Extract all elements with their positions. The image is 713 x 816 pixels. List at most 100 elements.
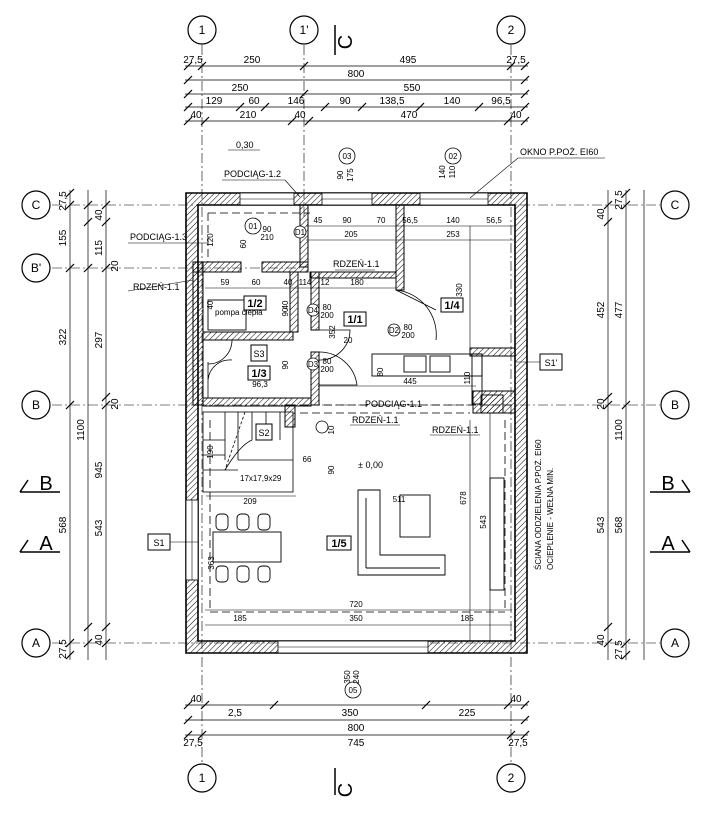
dim: 27,5 — [58, 191, 69, 211]
insulation-note: OCIEPLENIE - WEŁNA MIN. — [546, 468, 555, 570]
axis-b-right: B — [671, 398, 679, 412]
section-marks — [19, 25, 691, 795]
exterior-walls — [185, 192, 528, 654]
top-dimension-lines — [183, 61, 530, 126]
door-d3-w: 80 — [323, 357, 332, 366]
dim: 445 — [403, 377, 417, 386]
window-05-tag: 05 — [349, 686, 358, 695]
dim: 800 — [348, 723, 365, 734]
top-dimensions: 27,5 250 495 27,5 800 250 550 129 60 146… — [183, 55, 526, 121]
s1-left-tag: S1 — [153, 538, 164, 548]
opening-tags — [244, 147, 462, 699]
dim: 27,5 — [506, 55, 526, 66]
room-labels: 1/1 1/2 1/3 1/4 1/5 — [247, 298, 460, 550]
dim: 40 — [94, 634, 105, 646]
axis-a-right: A — [671, 636, 679, 650]
section-c-top: C — [335, 35, 357, 49]
dim: 155 — [58, 229, 69, 246]
furniture — [207, 299, 505, 591]
dim: 120 — [206, 233, 215, 247]
dim: 350 — [342, 708, 359, 719]
beams — [207, 212, 515, 613]
dim: 330 — [455, 283, 464, 297]
dim: 90 — [343, 216, 352, 225]
dim: 250 — [232, 83, 249, 94]
right-dimension-lines — [603, 188, 645, 660]
dim: 56,5 — [402, 216, 418, 225]
dim: 12 — [321, 278, 330, 287]
dim: 1100 — [614, 419, 625, 441]
bottom-dimensions: 40 2,5 350 225 40 800 27,5 745 27,5 — [183, 694, 528, 749]
axis-2-top: 2 — [508, 23, 515, 37]
dim: 80 — [376, 367, 385, 376]
dim: 20 — [344, 336, 353, 345]
dim: 180 — [350, 278, 364, 287]
dim: 175 — [346, 168, 355, 182]
dim: 27,5 — [508, 738, 528, 749]
opening-tag-texts: 03 02 01 90 210 D1 D4 80 200 D2 80 200 D… — [249, 152, 458, 695]
window-05-w: 350 — [343, 670, 352, 684]
axis-c-left: C — [32, 198, 41, 212]
dim: 96,3 — [252, 380, 268, 389]
room-1-1: 1/1 — [347, 314, 362, 326]
dim: 678 — [459, 491, 468, 505]
room-1-3: 1/3 — [251, 368, 266, 380]
axis-1-bottom: 1 — [199, 771, 206, 785]
dim: 40 — [190, 110, 202, 121]
dim: 110 — [463, 371, 472, 384]
axis-c-right: C — [671, 198, 680, 212]
dim: 568 — [614, 516, 625, 533]
dim: 543 — [479, 515, 488, 529]
dim: 40 — [596, 208, 607, 220]
kitchen — [371, 353, 504, 414]
dim: 205 — [344, 230, 358, 239]
axis-bprime-left: B' — [31, 261, 41, 275]
door-d4-w: 80 — [323, 303, 332, 312]
dim: 114 — [299, 278, 312, 287]
dim: 209 — [243, 497, 257, 506]
room-1-5: 1/5 — [331, 538, 346, 550]
axis-1prime-top: 1' — [300, 23, 309, 37]
dim: 140 — [446, 216, 460, 225]
stairs-label: 17x17,9x29 — [240, 474, 282, 483]
dim: 210 — [240, 110, 257, 121]
window-01-h: 210 — [260, 233, 274, 242]
section-b-left: B — [39, 473, 52, 495]
podciag-13-label: PODCIĄG-1.3 — [130, 232, 187, 242]
dim: 60 — [252, 278, 261, 287]
dim: 185 — [460, 614, 474, 623]
interior-dimension-lines — [205, 225, 514, 641]
axis-2-bottom: 2 — [508, 771, 515, 785]
dim: 20 — [110, 398, 121, 410]
leader-lines — [127, 149, 605, 543]
dim: 59 — [221, 278, 230, 287]
dim: 225 — [459, 708, 476, 719]
dim: 543 — [596, 516, 607, 533]
dim: 470 — [401, 110, 418, 121]
window-01-tag: 01 — [249, 222, 258, 231]
axis-1-top: 1 — [199, 23, 206, 37]
dim: 10 — [327, 425, 336, 434]
door-d4-h: 200 — [320, 311, 334, 320]
dim: 297 — [94, 331, 105, 348]
dim: 96,5 — [491, 96, 511, 107]
podciag-11-label: PODCIĄG-1.1 — [365, 399, 422, 409]
dim: 60 — [248, 96, 260, 107]
axis-a-left: A — [32, 636, 40, 650]
dim: 140 — [438, 165, 447, 179]
dim: 477 — [614, 301, 625, 318]
podciag-12-label: PODCIĄG-1.2 — [224, 169, 281, 179]
door-d3-h: 200 — [320, 365, 334, 374]
heat-pump-label: pompa ciepła — [215, 308, 263, 317]
fire-wall-note: ŚCIANA ODDZIELENIA P.POŻ. EI60 — [534, 439, 543, 570]
section-c-bottom: C — [335, 783, 357, 797]
dim: 550 — [404, 83, 421, 94]
dim: 66 — [303, 455, 312, 464]
dim: 40 — [94, 209, 105, 221]
dim: 110 — [448, 165, 457, 178]
door-d3-tag: D3 — [308, 360, 319, 369]
dim: 350 — [349, 614, 363, 623]
fire-window-label: OKNO P.POŻ. EI60 — [520, 147, 598, 157]
room-1-4: 1/4 — [444, 300, 460, 312]
